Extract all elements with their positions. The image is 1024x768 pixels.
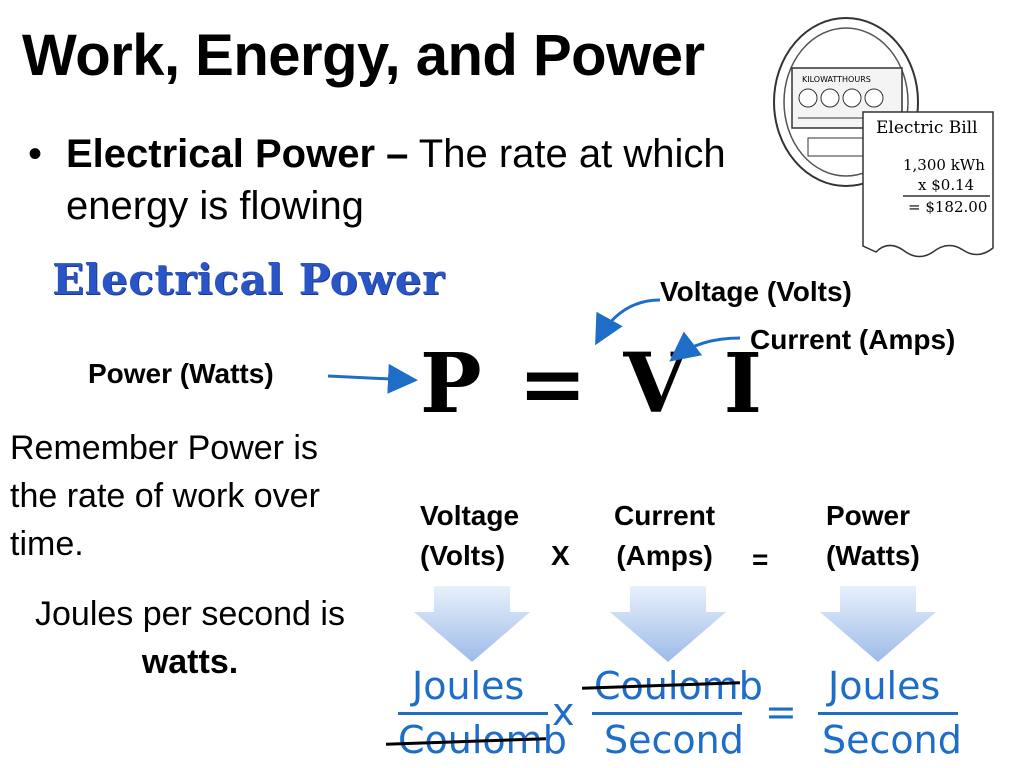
column-power-line1: Power <box>826 500 911 531</box>
column-current-line1: Current <box>614 500 716 531</box>
column-current-label: Current (Amps) <box>614 496 715 576</box>
down-arrow-power-icon <box>820 586 936 662</box>
bill-title: Electric Bill <box>876 118 978 138</box>
bill-line-1: 1,300 kWh <box>903 156 985 174</box>
column-equals-sign: = <box>752 544 769 575</box>
power-arrow-icon <box>327 363 418 394</box>
fraction-bar-3 <box>818 712 958 715</box>
column-current-line2: (Amps) <box>616 540 713 571</box>
fraction-bar-1 <box>398 712 548 715</box>
bill-line-2: x $0.14 <box>918 176 974 194</box>
joules-text: Joules per second is watts. <box>20 590 360 686</box>
column-power-line2: (Watts) <box>826 540 920 571</box>
column-voltage-line2: (Volts) <box>420 540 506 571</box>
current-arrow-icon <box>669 331 741 362</box>
slide-title: Work, Energy, and Power <box>22 23 705 88</box>
unit-joules-numerator-1: Joules <box>412 664 525 708</box>
power-label: Power (Watts) <box>88 358 274 389</box>
column-times-sign: X <box>551 540 570 571</box>
voltage-label: Voltage (Volts) <box>660 276 852 307</box>
fraction-bar-2 <box>592 712 742 715</box>
unit-second-denominator-2: Second <box>822 718 962 762</box>
column-power-label: Power (Watts) <box>826 496 920 576</box>
electrical-power-heading: Electrical Power <box>52 255 445 304</box>
down-arrow-voltage-icon <box>414 586 530 662</box>
unit-second-denominator-1: Second <box>604 718 744 762</box>
column-voltage-line1: Voltage <box>420 500 520 531</box>
current-label: Current (Amps) <box>750 324 956 355</box>
bullet-text: Electrical Power – The rate at which ene… <box>66 128 726 232</box>
bullet-marker: • <box>28 132 43 176</box>
bullet-term: Electrical Power – <box>66 132 409 176</box>
down-arrow-current-icon <box>610 586 726 662</box>
unit-times-sign: x <box>552 690 575 734</box>
joules-text-bold: watts. <box>141 643 239 681</box>
joules-text-main: Joules per second is <box>35 595 345 633</box>
unit-equals-sign: = <box>765 690 797 734</box>
column-voltage-label: Voltage (Volts) <box>420 496 519 576</box>
bill-line-3: = $182.00 <box>908 198 987 216</box>
voltage-arrow-icon <box>595 298 661 346</box>
meter-dial-label: KILOWATTHOURS <box>802 75 871 84</box>
power-formula: P = V I <box>420 336 766 432</box>
remember-text: Remember Power is the rate of work over … <box>10 429 320 563</box>
electric-meter-illustration: KILOWATTHOURS Electric Bill 1,300 kWh x … <box>773 17 994 258</box>
bill-paper <box>862 111 994 258</box>
unit-joules-numerator-2: Joules <box>828 664 941 708</box>
bullet-definition: The rate at which energy is flowing <box>66 132 726 228</box>
